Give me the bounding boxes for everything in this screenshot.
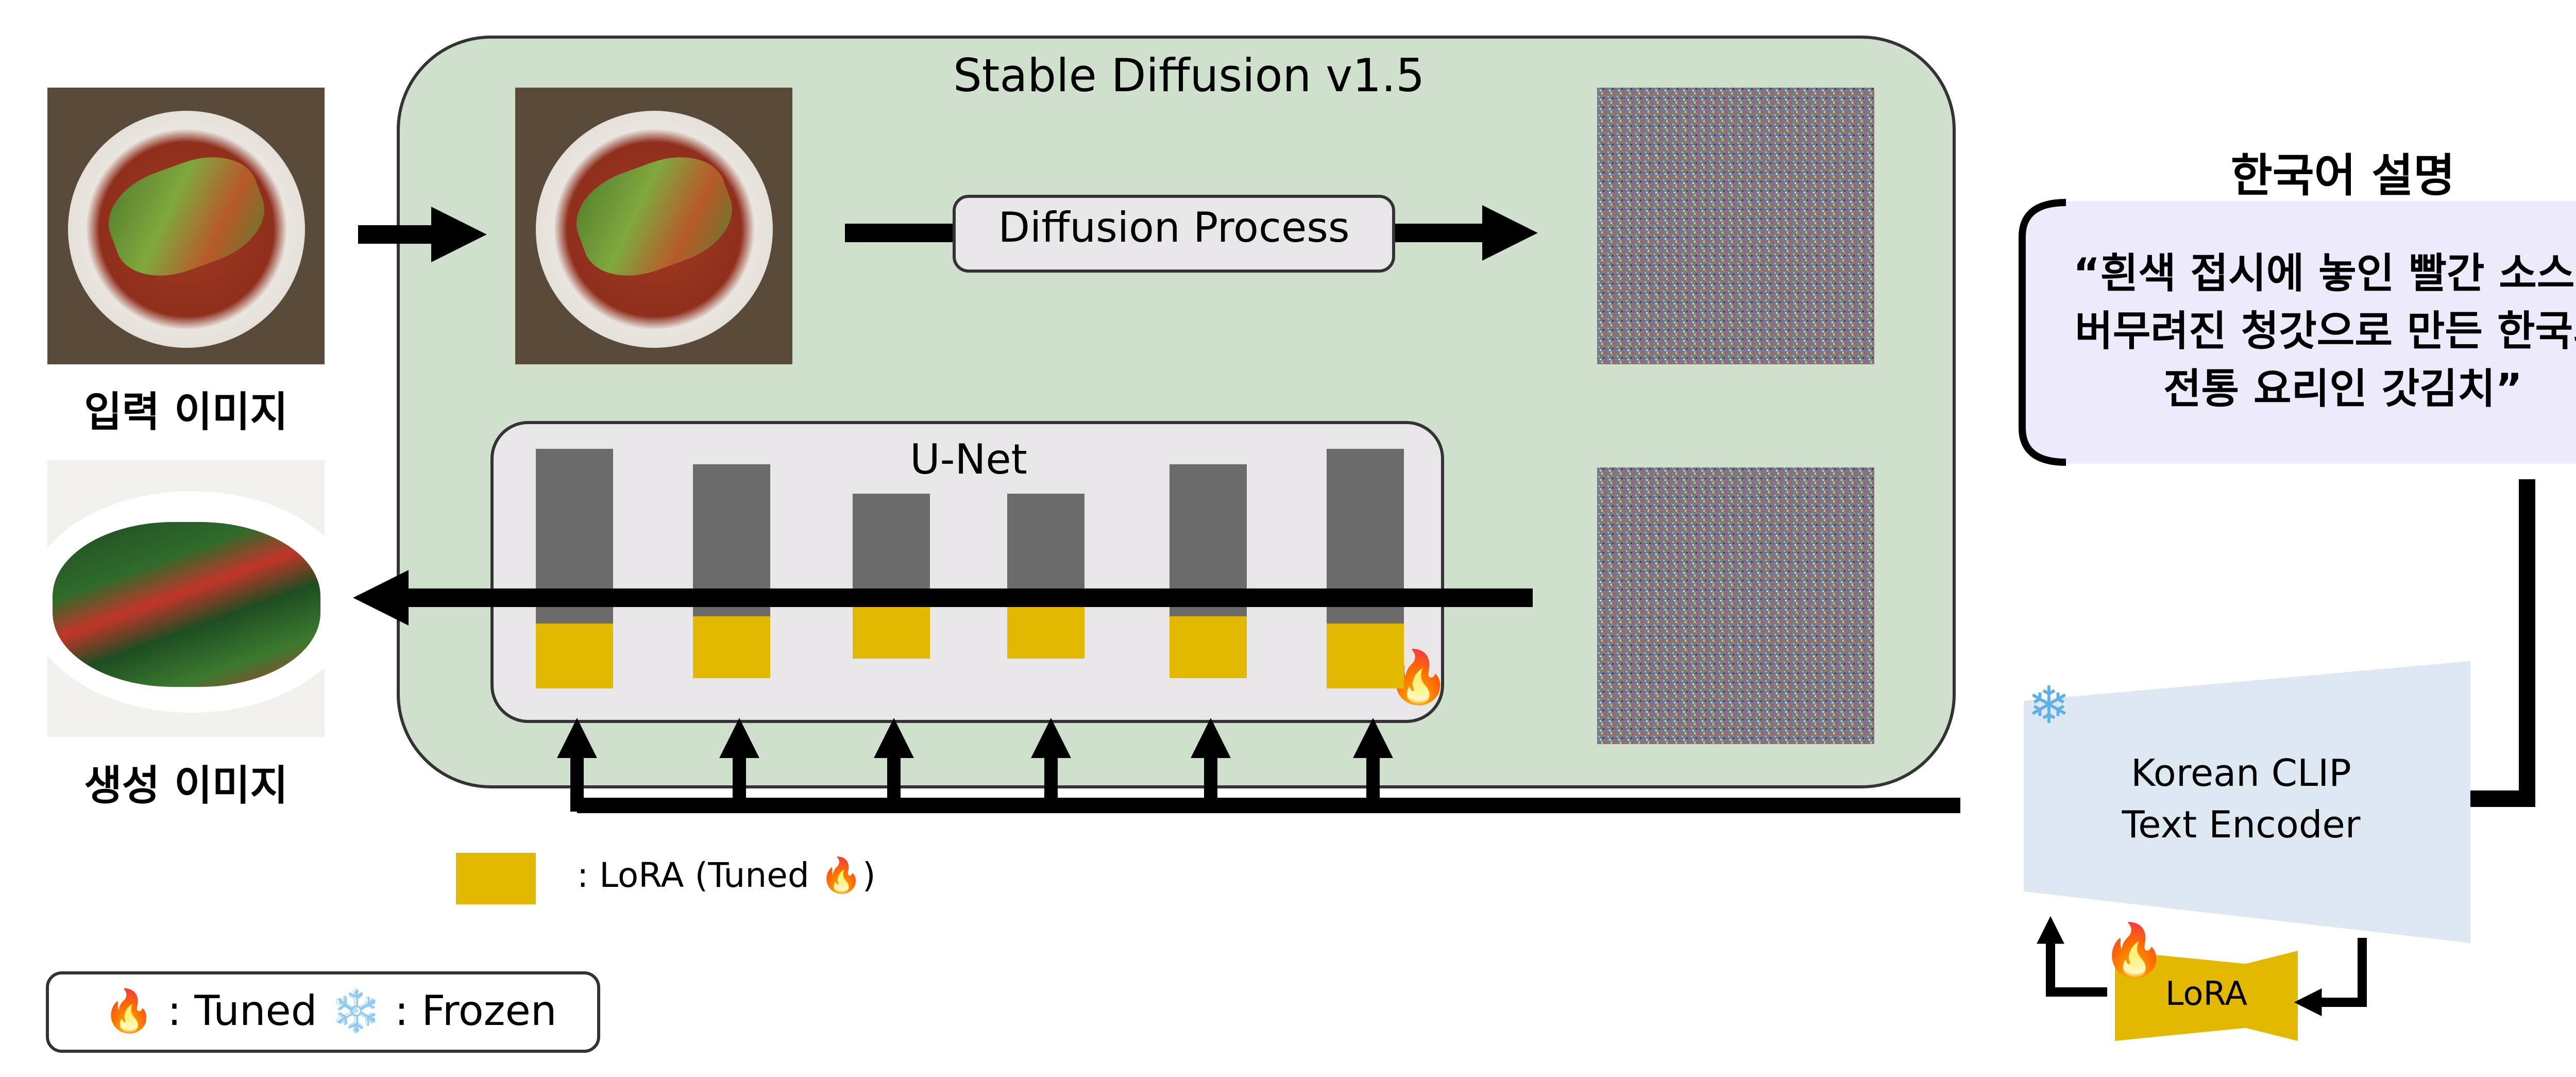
encoder-lora-body	[2115, 951, 2298, 1041]
diffusion-process-label: Diffusion Process	[998, 204, 1350, 251]
sd-title: Stable Diffusion v1.5	[953, 49, 1425, 102]
noise-image-top	[1597, 88, 1874, 364]
encoder-lora-label: LoRA	[2165, 975, 2248, 1013]
korean-desc-title: 한국어 설명	[2230, 149, 2455, 202]
unet-block	[853, 494, 930, 601]
input-image-label: 입력 이미지	[84, 388, 288, 436]
diffusion-process-box	[953, 195, 1395, 273]
sd-input-image	[515, 88, 792, 364]
output-image	[47, 460, 325, 737]
text-encoder-shape	[2024, 661, 2470, 943]
legend-lora-label: : LoRA (Tuned 🔥)	[577, 855, 876, 895]
korean-desc-box	[2022, 201, 2576, 464]
unet-title: U-Net	[910, 435, 1027, 483]
input-image	[47, 88, 325, 364]
snowflake-icon: ❄	[2027, 675, 2071, 735]
text-encoder-line: Korean CLIP	[2131, 751, 2351, 795]
legend-state-box	[46, 971, 600, 1053]
korean-desc-line: 버무려진 청갓으로 만든 한국의	[2075, 307, 2576, 355]
unet-flow-line	[453, 588, 1533, 607]
lora-right-arrow	[2294, 938, 2367, 1016]
condition-arrows	[557, 718, 1393, 812]
legend-lora-swatch	[456, 853, 536, 904]
text-encoder-label: Korean CLIP Text Encoder	[2030, 747, 2452, 850]
noise-image-bottom	[1597, 467, 1874, 744]
korean-desc-text: “흰색 접시에 놓인 빨간 소스로 버무려진 청갓으로 만든 한국의 전통 요리…	[2022, 245, 2576, 418]
output-image-label: 생성 이미지	[84, 762, 288, 810]
korean-desc-line: 전통 요리인 갓김치”	[2163, 365, 2523, 413]
lora-left-arrow	[2037, 916, 2107, 997]
unet-lora-block	[536, 624, 613, 688]
desc-to-encoder-arrow	[2415, 479, 2535, 823]
unet-lora-block	[1007, 601, 1084, 659]
korean-desc-left-bracket	[2019, 199, 2066, 466]
korean-desc-line: “흰색 접시에 놓인 빨간 소스로	[2073, 249, 2576, 297]
fire-icon: 🔥	[2102, 920, 2166, 980]
text-encoder-line: Text Encoder	[2122, 803, 2361, 846]
unet-lora-block	[853, 601, 930, 659]
legend-state-label: 🔥 : Tuned ❄️ : Frozen	[103, 987, 557, 1035]
unet-block	[1007, 494, 1084, 601]
unet-lora-block	[1170, 616, 1247, 678]
unet-lora-block	[1327, 624, 1404, 688]
unet-lora-block	[693, 616, 770, 678]
